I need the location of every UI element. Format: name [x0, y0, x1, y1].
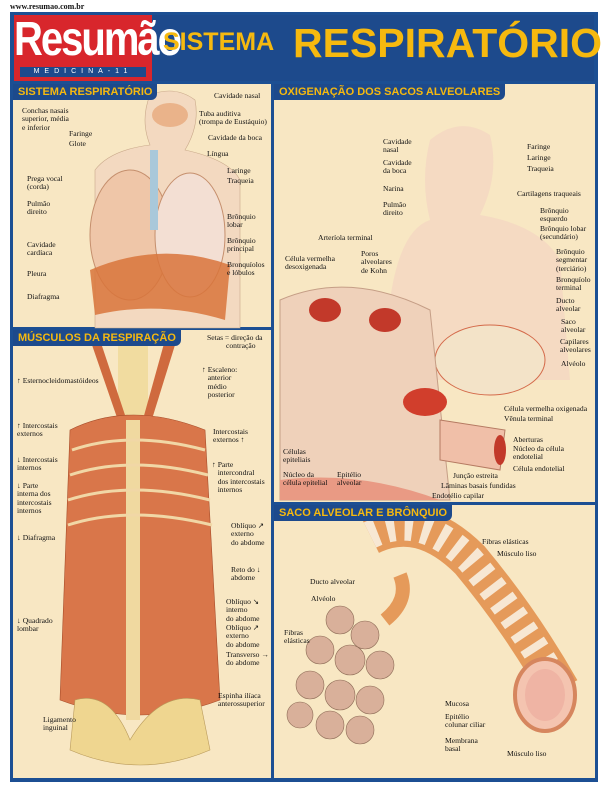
label: Célula vermelha desoxigenada [285, 254, 335, 272]
label: Saco alveolar [561, 317, 586, 335]
label: Faringe [527, 142, 551, 151]
legend-note: Setas = direção da contração [207, 333, 263, 351]
label: Cavidade da boca [208, 133, 262, 142]
label: Oblíquo ↗ externo do abdome [231, 521, 265, 547]
label: Pulmão direito [383, 200, 407, 218]
label: ↓ Diafragma [17, 533, 56, 542]
heading-sistema: SISTEMA RESPIRATÓRIO [13, 84, 158, 100]
site-url: www.resumao.com.br [10, 2, 85, 11]
label: Epitélio colunar ciliar [445, 712, 486, 730]
label: Músculo liso [497, 549, 537, 558]
heading-saco: SACO ALVEOLAR E BRÔNQUIO [274, 505, 453, 521]
label: ↑ Esternocleidomastóideos [17, 376, 99, 385]
label: Reto do ↓ abdome [231, 565, 261, 583]
label: Narina [383, 184, 404, 193]
logo-subtitle: MEDICINA-11 [20, 67, 146, 77]
label: Brônquio lobar (secundário) [540, 224, 587, 242]
label: Alvéolo [311, 594, 336, 603]
label: Ligamento inguinal [43, 715, 76, 733]
label: Cavidade da boca [383, 158, 412, 176]
label: Glote [69, 139, 86, 148]
label: Ducto alveolar [310, 577, 355, 586]
label: Faringe [69, 129, 93, 138]
label: Aberturas [513, 435, 543, 444]
label: Diafragma [27, 292, 60, 301]
label: Oblíquo ↗ externo do abdome [226, 623, 260, 649]
label: Conchas nasais superior, média e inferio… [22, 106, 69, 132]
title-large: RESPIRATÓRIO [293, 20, 603, 66]
label: Laringe [527, 153, 551, 162]
label: Tuba auditiva (trompa de Eustáquio) [199, 109, 267, 127]
label: Laringe [227, 166, 251, 175]
label: Alvéolo [561, 359, 586, 368]
label: Junção estreita [453, 471, 498, 480]
label: Cavidade cardíaca [27, 240, 56, 258]
respiratory-system-illustration [89, 90, 241, 329]
label: ↓ Parte interna dos intercostais interno… [17, 481, 52, 516]
label: Membrana basal [445, 736, 478, 754]
label: ↓ Intercostais internos [17, 455, 58, 473]
label: Brônquio segmentar (terciário) [556, 247, 588, 273]
label: Cartilagens traqueais [517, 189, 581, 198]
label: Traqueia [227, 176, 254, 185]
label: ↑ Escaleno: anterior médio posterior [202, 365, 238, 400]
muscles-illustration [59, 335, 221, 766]
label: Células epiteliais [283, 447, 311, 465]
label: Arteríola terminal [318, 233, 373, 242]
label: Fibras elásticas [284, 628, 310, 646]
label: Núcleo da célula endotelial [513, 444, 565, 462]
label: Transverso → do abdome [226, 650, 269, 668]
label: Endotélio capilar [432, 491, 485, 500]
label: Traqueia [527, 164, 554, 173]
label: Pulmão direito [27, 199, 51, 217]
heading-oxigenacao: OXIGENAÇÃO DOS SACOS ALVEOLARES [274, 84, 506, 100]
label: Capilares alveolares [560, 337, 591, 355]
label: Célula vermelha oxigenada [504, 404, 588, 413]
label: Brônquio esquerdo [540, 206, 569, 224]
label: Cavidade nasal [214, 91, 261, 100]
alveolar-oxygenation-illustration [279, 126, 570, 501]
label: Núcleo da célula epitelial [283, 470, 328, 488]
title-small: SISTEMA [163, 28, 275, 56]
label: Ducto alveolar [556, 296, 581, 314]
label: Bronquíolos e lóbulos [227, 260, 265, 278]
alveolar-sac-bronchus-illustration [286, 506, 578, 745]
label: Espinha ilíaca anterossuperior [218, 691, 265, 709]
label: Brônquio lobar [227, 212, 256, 230]
label: Cavidade nasal [383, 137, 412, 155]
label: Célula endotelial [513, 464, 565, 473]
label: ↓ Quadrado lombar [17, 616, 53, 634]
label: Bronquíolo terminal [556, 275, 591, 293]
label: Língua [207, 149, 229, 158]
label: Intercostais externos ↑ [213, 427, 249, 445]
label: Epitélio alveolar [337, 470, 362, 488]
label: Mucosa [445, 699, 470, 708]
label: Oblíquo ↘ interno do abdome [226, 597, 260, 623]
label: ↑ Parte intercondral dos intercostais in… [212, 460, 265, 495]
label: Vênula terminal [504, 414, 554, 423]
label: Poros alveolares de Kohn [361, 249, 392, 275]
label: Músculo liso [507, 749, 547, 758]
label: Lâminas basais fundidas [441, 481, 516, 490]
label: Pleura [27, 269, 47, 278]
label: Fibras elásticas [482, 537, 529, 546]
label: Prega vocal (corda) [27, 174, 63, 192]
heading-musculos: MÚSCULOS DA RESPIRAÇÃO [13, 330, 181, 346]
label: Brônquio principal [227, 236, 256, 254]
label: ↑ Intercostais externos [17, 421, 58, 439]
